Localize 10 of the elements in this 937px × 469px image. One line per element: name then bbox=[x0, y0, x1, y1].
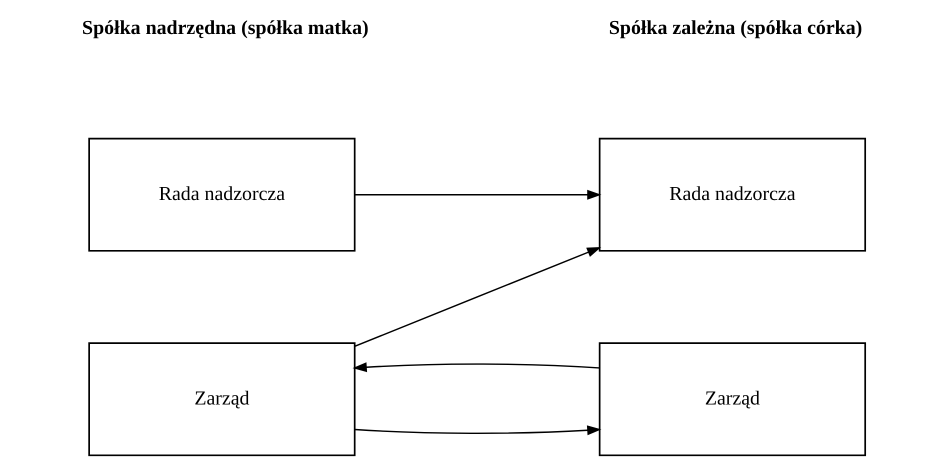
arrow bbox=[354, 190, 601, 200]
arrow bbox=[354, 425, 601, 436]
arrow bbox=[352, 362, 599, 372]
node-box: Rada nadzorcza bbox=[598, 138, 866, 252]
label: Spółka zależna (spółka córka) bbox=[608, 16, 862, 39]
node-box: Rada nadzorcza bbox=[88, 138, 356, 252]
label: Spółka nadrzędna (spółka matka) bbox=[82, 16, 368, 39]
arrow bbox=[354, 246, 601, 347]
node-box: Zarząd bbox=[88, 342, 356, 456]
node-box: Zarząd bbox=[598, 342, 866, 456]
